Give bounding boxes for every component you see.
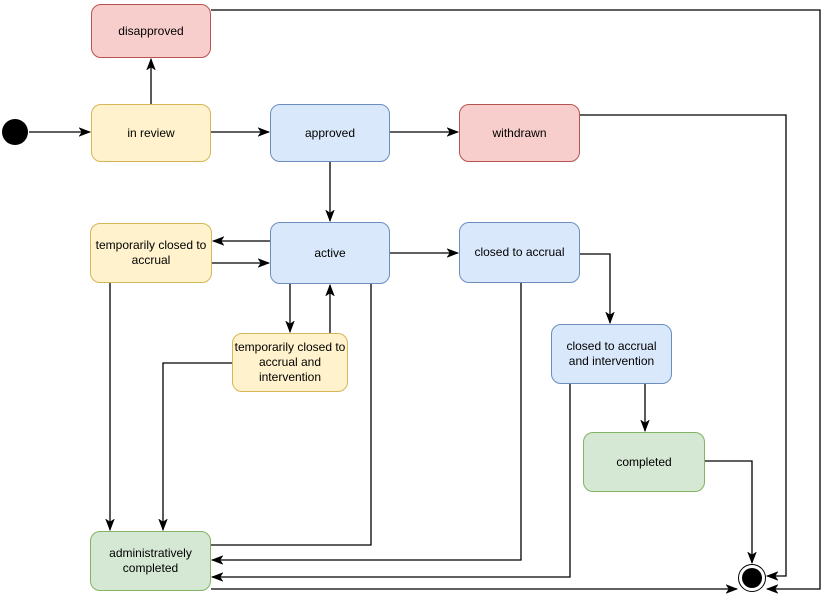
state-closed-to-accrual[interactable]: closed to accrual (459, 222, 580, 283)
final-state-inner-dot (742, 568, 762, 588)
state-disapproved[interactable]: disapproved (91, 4, 211, 58)
edge-closed-to-accrual-to-administratively-completed (212, 283, 522, 560)
state-completed[interactable]: completed (583, 432, 705, 492)
state-temporarily-closed-to-accrual[interactable]: temporarily closed to accrual (90, 223, 212, 283)
final-state-node[interactable] (738, 564, 766, 592)
edge-closed-to-accrual-to-closed-to-accrual-and-intervention (580, 253, 610, 323)
state-withdrawn[interactable]: withdrawn (459, 104, 580, 162)
edge-withdrawn-to-end (580, 114, 787, 576)
state-in-review[interactable]: in review (91, 104, 211, 162)
edge-closed-to-accrual-and-intervention-to-administratively-completed (212, 384, 571, 577)
edges-group (29, 9, 821, 589)
state-closed-to-accrual-and-intervention[interactable]: closed to accrual and intervention (551, 324, 672, 384)
edge-temporarily-closed-to-accrual-and-intervention-to-administratively-completed (163, 362, 232, 530)
state-temporarily-closed-to-accrual-and-intervention[interactable]: temporarily closed to accrual and interv… (232, 333, 348, 392)
edge-disapproved-to-end (211, 9, 821, 589)
initial-state-node[interactable] (2, 119, 28, 145)
state-administratively-completed[interactable]: administratively completed (90, 531, 211, 591)
edge-completed-to-end (705, 460, 752, 563)
state-active[interactable]: active (270, 222, 390, 284)
edge-active-to-administratively-completed (211, 284, 372, 546)
state-approved[interactable]: approved (270, 104, 390, 162)
